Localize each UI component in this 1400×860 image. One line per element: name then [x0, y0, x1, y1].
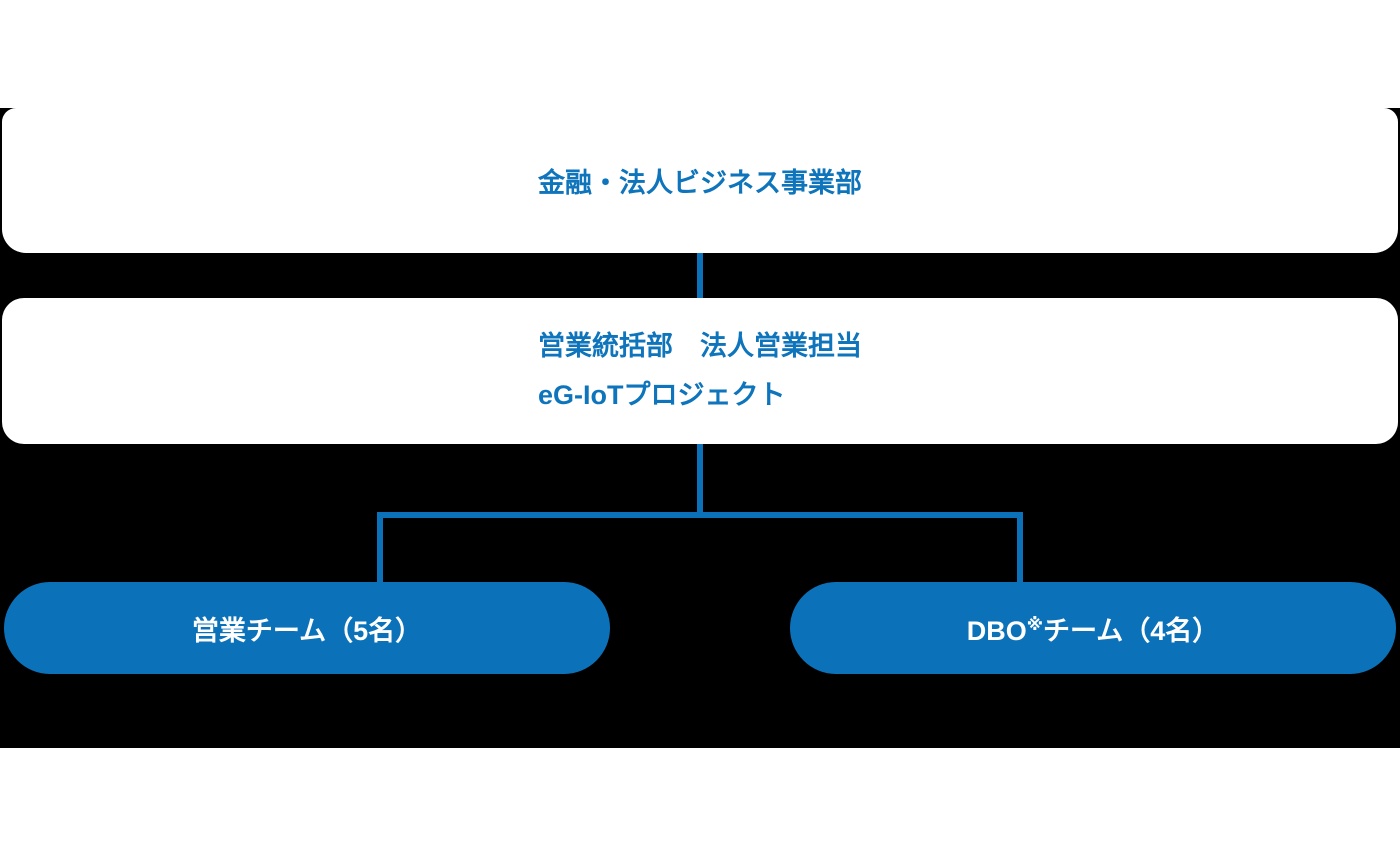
department-line1: 営業統括部 法人営業担当	[538, 331, 862, 361]
department-labels: 営業統括部 法人営業担当 eG‐IoTプロジェクト	[538, 322, 862, 420]
team-dbo-label: DBO※チーム（4名）	[967, 609, 1220, 648]
org-chart: 金融・法人ビジネス事業部 営業統括部 法人営業担当 eG‐IoTプロジェクト 営…	[0, 108, 1400, 748]
org-node-department: 営業統括部 法人営業担当 eG‐IoTプロジェクト	[2, 298, 1398, 444]
team-dbo-label-sup: ※	[1026, 615, 1044, 635]
connector-division-to-department	[697, 253, 703, 298]
department-line2: eG‐IoTプロジェクト	[538, 380, 786, 410]
org-node-team-sales: 営業チーム（5名）	[4, 582, 610, 674]
team-dbo-label-pre: DBO	[966, 615, 1027, 646]
division-label: 金融・法人ビジネス事業部	[538, 168, 862, 198]
connector-drop-left	[377, 512, 383, 582]
team-dbo-label-post: チーム（4名）	[1043, 615, 1220, 646]
org-node-division: 金融・法人ビジネス事業部	[2, 108, 1398, 253]
org-node-team-dbo: DBO※チーム（4名）	[790, 582, 1396, 674]
team-sales-label: 営業チーム（5名）	[191, 615, 423, 646]
connector-drop-right	[1017, 512, 1023, 582]
connector-branch-bar	[377, 512, 1023, 518]
connector-department-stem	[697, 444, 703, 518]
